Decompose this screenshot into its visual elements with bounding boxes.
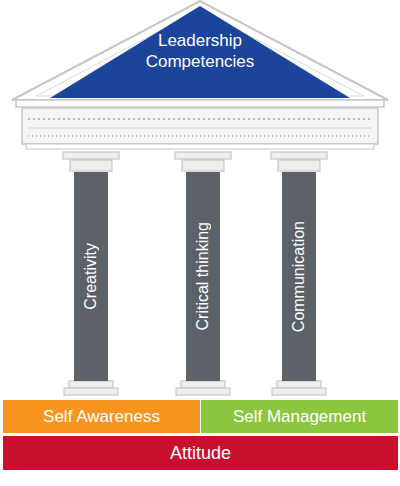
- column-capital: [63, 152, 119, 159]
- dentil-row: [28, 118, 372, 120]
- column-shaft: Critical thinking: [186, 172, 220, 381]
- foundation-band: Self Management: [201, 400, 398, 433]
- column-base: [277, 381, 321, 388]
- node-label: Critical thinking: [193, 222, 213, 330]
- column-shaft: Creativity: [74, 172, 108, 381]
- node-label: Leadership Competencies: [135, 30, 265, 73]
- roof-text-area: Leadership Competencies: [135, 30, 265, 73]
- node-label: Self Awareness: [43, 406, 160, 427]
- roof-triangle: Leadership Competencies: [0, 0, 400, 100]
- column-base: [272, 388, 326, 395]
- column-base: [176, 388, 230, 395]
- column-capital: [70, 160, 112, 171]
- node-label: Creativity: [81, 243, 101, 310]
- architrave: [26, 144, 374, 149]
- column-capital: [271, 152, 327, 159]
- cornice: [16, 100, 384, 107]
- entablature: [22, 108, 378, 144]
- column-base: [64, 388, 118, 395]
- node-label: Self Management: [233, 406, 366, 427]
- column-capital: [182, 160, 224, 171]
- node-label: Communication: [289, 221, 309, 332]
- node-label: Attitude: [170, 442, 231, 465]
- column-shaft: Communication: [282, 172, 316, 381]
- column-capital: [175, 152, 231, 159]
- pediment-outline: [12, 1, 388, 100]
- frieze-line: [28, 128, 372, 129]
- triangle-fill: [50, 6, 350, 98]
- foundation-band: Attitude: [3, 436, 398, 470]
- column-base: [69, 381, 113, 388]
- column-base: [181, 381, 225, 388]
- column-capital: [278, 160, 320, 171]
- dentil-row: [28, 135, 372, 137]
- foundation-band: Self Awareness: [3, 400, 200, 433]
